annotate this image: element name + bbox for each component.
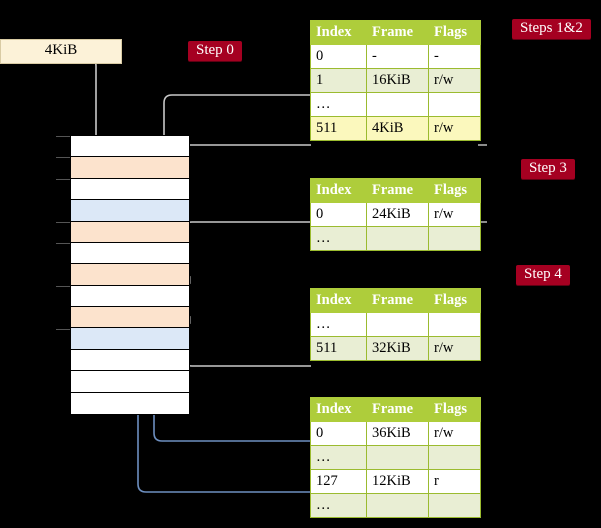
memory-tick [56,243,70,244]
memory-frame-row [71,371,189,393]
table-cell-frame [366,226,429,251]
table-cell-frame: 36KiB [366,421,429,446]
table-cell-flags: r/w [428,68,481,93]
column-header-index: Index [310,397,367,422]
table-cell-index: 1 [310,68,367,93]
table-cell-flags: r/w [428,116,481,141]
step-badge-step-0: Step 0 [188,41,242,61]
column-header-index: Index [310,20,367,45]
table-cell-flags: r [428,469,481,494]
table-cell-index: … [310,493,367,518]
column-header-frame: Frame [366,288,429,313]
memory-tick [56,157,70,158]
table-row[interactable]: … [310,92,481,117]
step-badge-step-3: Step 3 [521,159,575,179]
memory-frame-row [71,178,189,201]
column-header-frame: Frame [366,397,429,422]
table-cell-index: … [310,226,367,251]
memory-tick [56,136,70,137]
memory-tick [56,222,70,223]
memory-frame-row [71,242,189,265]
table-cell-flags: r/w [428,202,481,227]
column-header-frame: Frame [366,178,429,203]
table-row[interactable]: … [310,226,481,251]
memory-tick [56,179,70,180]
connector-table2-row0-to-mem [183,221,311,284]
table-cell-index: 0 [310,421,367,446]
memory-tick [56,329,70,330]
column-header-index: Index [310,178,367,203]
memory-frame-row [71,157,189,179]
table-cell-flags [428,92,481,117]
step-badge-step-4: Step 4 [516,265,570,285]
memory-tick [56,286,70,287]
table-cell-frame: 12KiB [366,469,429,494]
table-cell-index: 0 [310,202,367,227]
connector-mem-to-table3 [183,316,311,367]
table-cell-frame [366,92,429,117]
table-cell-index: 127 [310,469,367,494]
table-cell-index: 511 [310,116,367,141]
column-header-flags: Flags [428,288,481,313]
table-cell-index: … [310,312,367,337]
memory-frame-row [71,307,189,329]
table-row[interactable]: … [310,312,481,337]
table-cell-frame: - [366,44,429,69]
memory-frame-row [71,264,189,286]
memory-frame-row [71,221,189,243]
table-cell-flags [428,226,481,251]
table-cell-frame [366,312,429,337]
table-row[interactable]: … [310,493,481,518]
memory-frame-row [71,328,189,350]
column-header-flags: Flags [428,397,481,422]
table-cell-frame: 4KiB [366,116,429,141]
column-header-index: Index [310,288,367,313]
table-cell-index: 0 [310,44,367,69]
table-cell-frame: 24KiB [366,202,429,227]
table-cell-frame [366,493,429,518]
callout-4kib: 4KiB [0,39,122,64]
table-row[interactable]: 0-- [310,44,481,69]
table-cell-flags [428,312,481,337]
table-cell-flags [428,445,481,470]
table-cell-index: … [310,445,367,470]
table-cell-frame [366,445,429,470]
column-header-frame: Frame [366,20,429,45]
column-header-flags: Flags [428,20,481,45]
connector-table1-row511-to-mem [171,144,311,154]
table-cell-frame: 32KiB [366,336,429,361]
column-header-flags: Flags [428,178,481,203]
memory-frame-row [71,349,189,372]
memory-frame-row [71,136,189,158]
memory-frame-row [71,200,189,222]
table-cell-flags [428,493,481,518]
callout-label: 4KiB [44,42,78,58]
physical-memory-column [70,135,190,415]
table-cell-frame: 16KiB [366,68,429,93]
table-cell-index: … [310,92,367,117]
table-cell-flags: - [428,44,481,69]
table-cell-flags: r/w [428,421,481,446]
table-cell-flags: r/w [428,336,481,361]
memory-frame-row [71,392,189,414]
step-badge-steps-1-2: Steps 1&2 [512,19,591,39]
table-row[interactable]: … [310,445,481,470]
memory-frame-row [71,285,189,307]
table-cell-index: 511 [310,336,367,361]
